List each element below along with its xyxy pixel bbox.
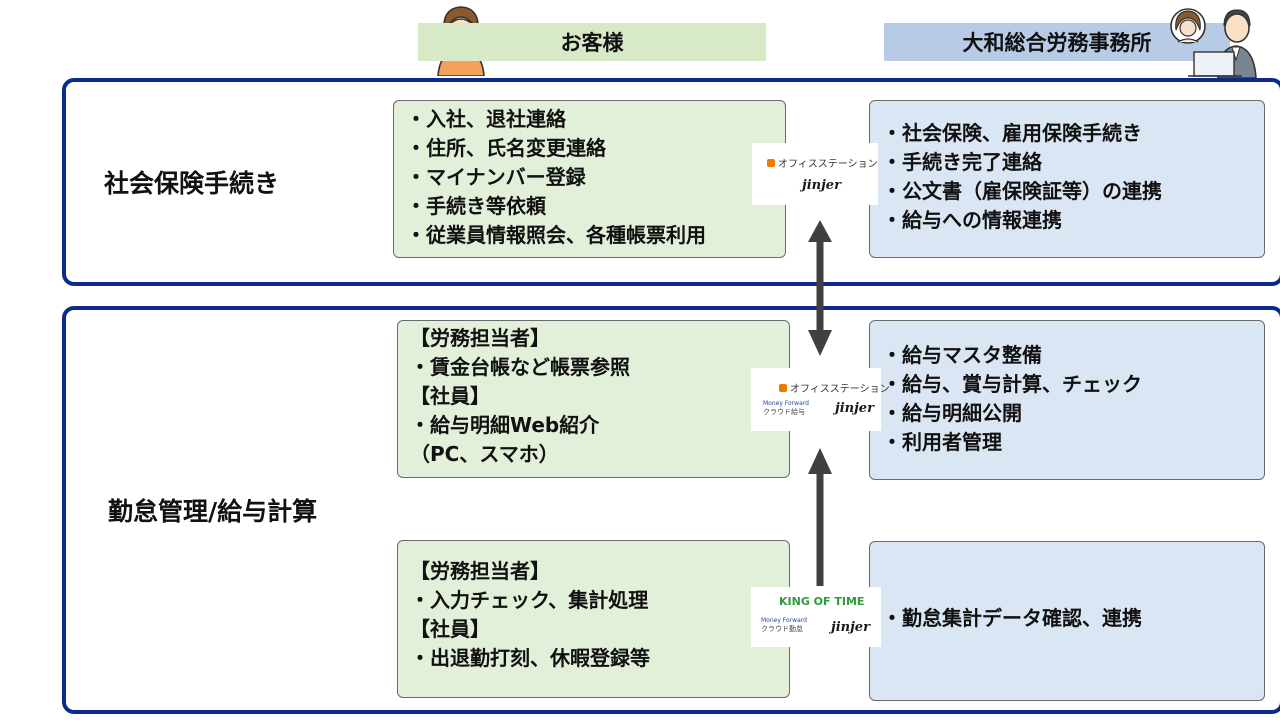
office-staff-icon	[1170, 8, 1257, 78]
social-insurance-office-box: ・社会保険、雇用保険手続き ・手続き完了連絡 ・公文書（雇保険証等）の連携 ・給…	[869, 100, 1265, 258]
list-item: ・社会保険、雇用保険手続き	[882, 121, 1142, 145]
list-item: ・勤怠集計データ確認、連携	[882, 606, 1142, 630]
payroll-client-box: 【労務担当者】 ・賃金台帳など帳票参照 【社員】 ・給与明細Web紹介 （PC、…	[397, 320, 790, 478]
customer-header: お客様	[418, 23, 766, 61]
office-station-icon	[767, 158, 775, 167]
arrow-up-head	[808, 448, 832, 474]
social-insurance-client-box: ・入社、退社連絡 ・住所、氏名変更連絡 ・マイナンバー登録 ・手続き等依頼 ・従…	[393, 100, 786, 258]
attendance-payroll-title: 勤怠管理/給与計算	[108, 497, 318, 526]
list-item: ・手続き完了連絡	[882, 150, 1042, 174]
list-item: ・給与明細公開	[882, 401, 1022, 425]
attendance-client-box: 【労務担当者】 ・入力チェック、集計処理 【社員】 ・出退勤打刻、休暇登録等	[397, 540, 790, 698]
jinjer-logo: jinjer	[802, 178, 841, 193]
list-item: ・従業員情報照会、各種帳票利用	[406, 223, 706, 247]
list-item: 【社員】	[410, 384, 490, 408]
payroll-system-logos: オフィスステーション Money Forward クラウド給与 jinjer	[751, 368, 890, 431]
arrow-down-head	[808, 330, 832, 356]
list-item: ・給与マスタ整備	[882, 343, 1042, 367]
data-flow-arrows	[808, 220, 832, 586]
money-forward-attendance-logo: Money Forward クラウド勤怠	[761, 617, 807, 633]
social-insurance-system-logos: オフィスステーション jinjer	[752, 143, 878, 205]
list-item: ・公文書（雇保険証等）の連携	[882, 179, 1162, 203]
list-item: ・賃金台帳など帳票参照	[410, 355, 630, 379]
list-item: ・出退勤打刻、休暇登録等	[410, 646, 650, 670]
payroll-office-box: ・給与マスタ整備 ・給与、賞与計算、チェック ・給与明細公開 ・利用者管理	[869, 320, 1265, 480]
office-station-logo: オフィスステーション	[767, 155, 878, 170]
attendance-office-box: ・勤怠集計データ確認、連携	[869, 541, 1265, 701]
list-item: ・住所、氏名変更連絡	[406, 136, 606, 160]
king-of-time-logo: KING OF TIME	[779, 595, 865, 608]
office-station-icon	[779, 383, 787, 392]
jinjer-logo: jinjer	[831, 620, 870, 635]
list-item: ・給与明細Web紹介	[410, 413, 600, 437]
list-item: ・手続き等依頼	[406, 194, 546, 218]
list-item: ・給与への情報連携	[882, 208, 1062, 232]
office-header: 大和総合労務事務所	[884, 23, 1230, 61]
social-insurance-title: 社会保険手続き	[104, 169, 280, 198]
list-item: 【労務担当者】	[410, 326, 550, 350]
list-item: ・利用者管理	[882, 430, 1002, 454]
list-item: （PC、スマホ）	[410, 442, 559, 466]
list-item: 【社員】	[410, 617, 490, 641]
list-item: ・給与、賞与計算、チェック	[882, 372, 1142, 396]
attendance-system-logos: KING OF TIME Money Forward クラウド勤怠 jinjer	[751, 587, 881, 647]
list-item: ・マイナンバー登録	[406, 165, 586, 189]
list-item: ・入社、退社連絡	[406, 107, 566, 131]
money-forward-payroll-logo: Money Forward クラウド給与	[763, 400, 809, 416]
customer-header-label: お客様	[560, 31, 624, 55]
arrow-up-head	[808, 220, 832, 242]
office-station-logo: オフィスステーション	[779, 380, 890, 395]
jinjer-logo: jinjer	[835, 401, 874, 416]
list-item: 【労務担当者】	[410, 559, 550, 583]
office-header-label: 大和総合労務事務所	[962, 31, 1152, 55]
list-item: ・入力チェック、集計処理	[410, 588, 649, 612]
